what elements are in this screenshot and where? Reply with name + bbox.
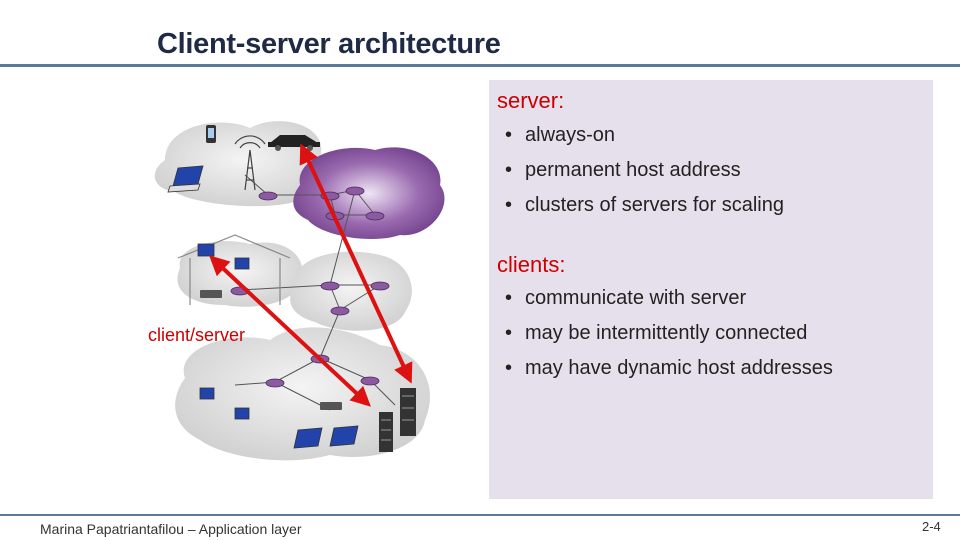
clients-heading: clients: — [497, 252, 566, 277]
red-arrow-home-to-server — [209, 255, 371, 407]
server-bullet: always-on — [505, 118, 784, 153]
server-bullet-list: always-on permanent host address cluster… — [505, 118, 784, 223]
client-bullet: may have dynamic host addresses — [505, 351, 833, 386]
global-isp-cloud — [293, 147, 445, 240]
title-rule — [0, 64, 960, 67]
client-server-label: client/server — [148, 325, 246, 345]
server-bullet: clusters of servers for scaling — [505, 188, 784, 223]
clients-bullet-list: communicate with server may be intermitt… — [505, 281, 833, 386]
page-number: 2-4 — [922, 519, 941, 534]
laptop-icon-mobile — [167, 165, 204, 193]
server-heading: server: — [497, 88, 565, 113]
cell-tower-icon — [234, 135, 266, 191]
network-diagram — [154, 121, 445, 461]
client-bullet: may be intermittently connected — [505, 316, 833, 351]
footer-rule — [0, 514, 960, 516]
slide-title: Client-server architecture — [157, 28, 501, 60]
server-rack-icons — [379, 388, 416, 452]
client-bullet: communicate with server — [505, 281, 833, 316]
regional-isp-cloud — [290, 251, 412, 331]
footer-text: Marina Papatriantafilou – Application la… — [40, 521, 302, 537]
smartphone-icon — [206, 125, 216, 143]
server-bullet: permanent host address — [505, 153, 784, 188]
laptop-icons-institution — [293, 425, 359, 449]
